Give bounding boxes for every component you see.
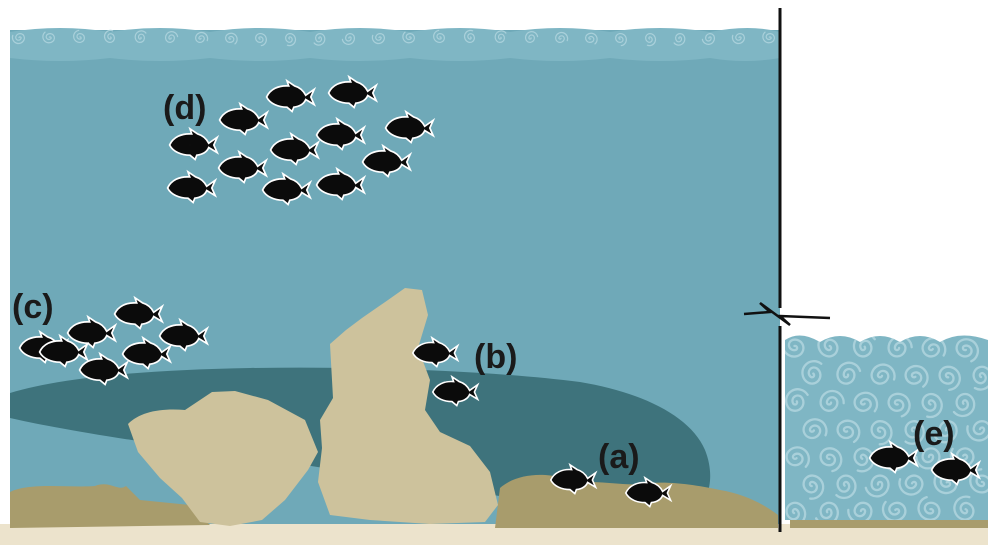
inset-water-box [780, 330, 988, 530]
label-b: (b) [474, 338, 517, 376]
label-e: (e) [913, 415, 955, 453]
label-c: (c) [12, 288, 54, 326]
label-a: (a) [598, 438, 640, 476]
label-d: (d) [163, 89, 206, 127]
water-surface [10, 28, 780, 61]
